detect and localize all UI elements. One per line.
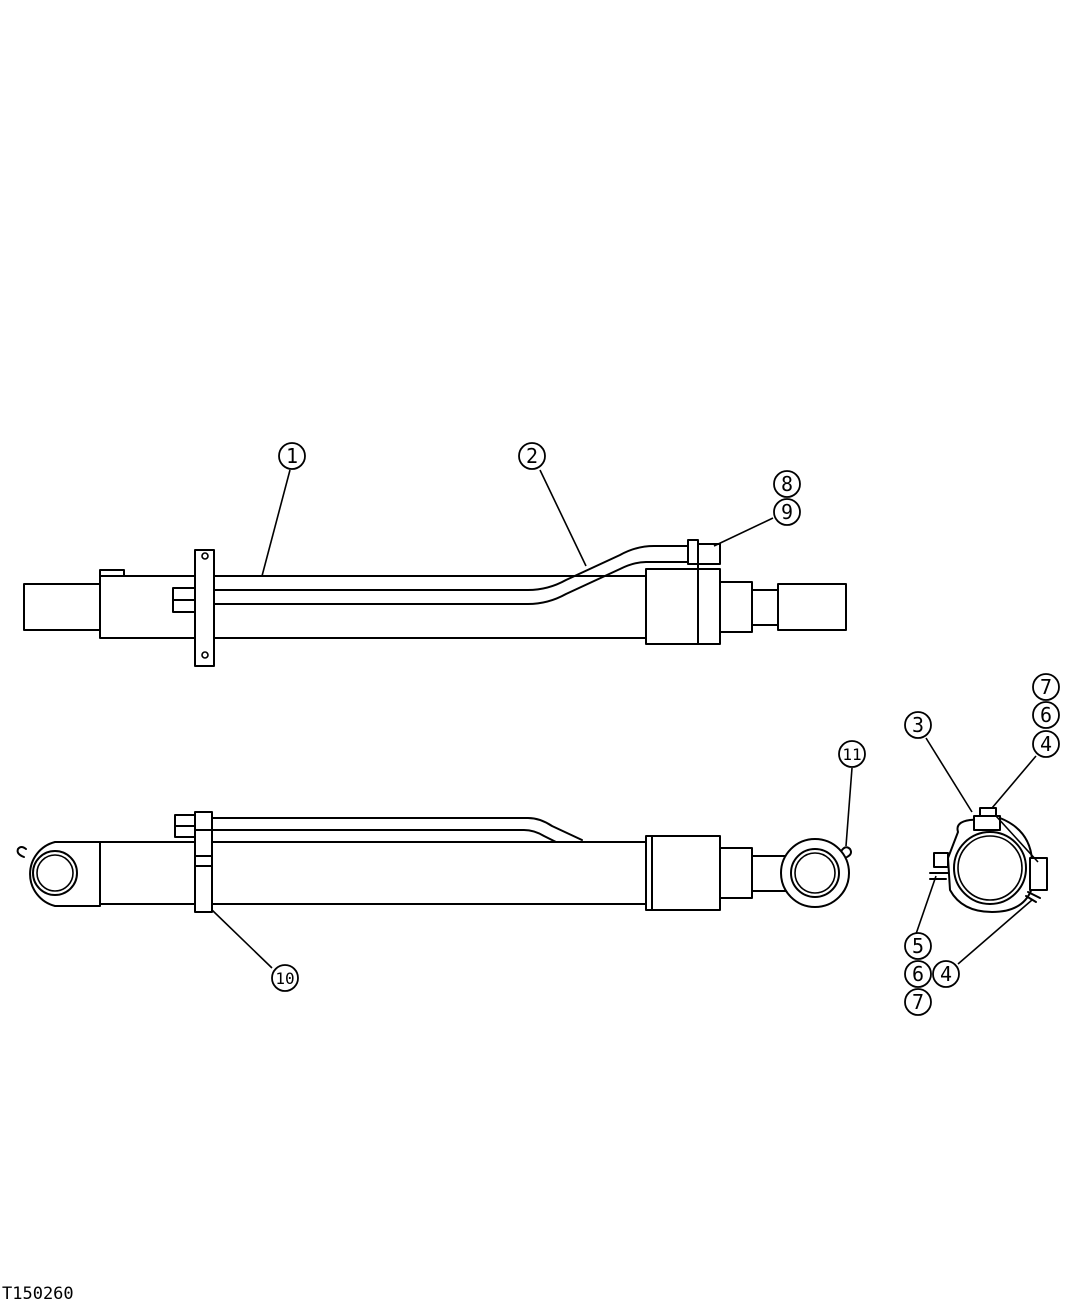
top-left-rod-end [24, 584, 100, 630]
svg-text:9: 9 [781, 500, 793, 524]
leader-lines [212, 470, 1038, 968]
side-bracket-lines [195, 830, 212, 866]
svg-text:7: 7 [912, 990, 924, 1014]
clamp-left-bolt [934, 853, 948, 867]
tube-fitting-block [698, 544, 720, 564]
svg-text:3: 3 [912, 713, 924, 737]
leader-10 [212, 910, 272, 968]
svg-text:4: 4 [940, 962, 952, 986]
callout-4-bottom: 4 [933, 961, 959, 987]
top-right-rod-end [778, 584, 846, 630]
leader-4-upper [992, 756, 1036, 808]
callout-3: 3 [905, 712, 931, 738]
svg-text:2: 2 [526, 444, 538, 468]
clamp-hole-bottom [202, 652, 208, 658]
callout-6-bottom: 6 [905, 961, 931, 987]
callout-1: 1 [279, 443, 305, 469]
svg-text:6: 6 [912, 962, 924, 986]
callout-8: 8 [774, 471, 800, 497]
callout-5: 5 [905, 933, 931, 959]
svg-text:6: 6 [1040, 703, 1052, 727]
clamp-top-bolt-head [974, 816, 1000, 830]
side-tube-lower [210, 830, 556, 842]
right-grease-fitting [842, 847, 851, 857]
leader-3 [926, 738, 972, 812]
callout-6-top: 6 [1033, 702, 1059, 728]
callout-7-bottom: 7 [905, 989, 931, 1015]
callout-2: 2 [519, 443, 545, 469]
side-bracket [195, 812, 212, 912]
svg-text:8: 8 [781, 472, 793, 496]
clamp-tube-outer [954, 832, 1026, 904]
side-gland-head [646, 836, 720, 910]
side-left-eye-inner [37, 855, 73, 891]
clamp-hole-top [202, 553, 208, 559]
svg-text:7: 7 [1040, 675, 1052, 699]
leader-4-upper-b [996, 816, 1038, 862]
side-right-eye-inner [791, 849, 839, 897]
svg-text:10: 10 [275, 969, 294, 988]
clamp-left-washers [930, 873, 948, 879]
top-gland-collar [720, 582, 752, 632]
callout-9: 9 [774, 499, 800, 525]
callouts: 1 2 8 9 11 10 3 7 [272, 443, 1059, 1015]
svg-text:5: 5 [912, 934, 924, 958]
leader-1 [262, 470, 290, 576]
clamp-side-block [1030, 858, 1047, 890]
callout-7-top: 7 [1033, 674, 1059, 700]
callout-4-top: 4 [1033, 731, 1059, 757]
top-rod [752, 590, 778, 625]
side-tube-upper [210, 818, 582, 840]
svg-text:11: 11 [842, 745, 861, 764]
figure-id: T150260 [2, 1284, 74, 1304]
callout-10: 10 [272, 965, 298, 991]
tube-fitting [688, 540, 698, 564]
svg-text:4: 4 [1040, 732, 1052, 756]
leader-9 [714, 518, 773, 546]
leader-11 [846, 768, 852, 846]
clamp-tube-inner [958, 836, 1022, 900]
svg-text:1: 1 [286, 444, 298, 468]
tube-line-lower [214, 562, 690, 604]
side-right-eye-bore [795, 853, 835, 893]
left-grease-fitting [18, 847, 26, 857]
clamp-detail-view [930, 808, 1047, 912]
clamp-top-nut [980, 808, 996, 816]
leader-4-lower [958, 900, 1032, 964]
top-cylinder-view [24, 540, 846, 666]
callout-11: 11 [839, 741, 865, 767]
clamp-bottom-washers [1026, 892, 1040, 902]
leader-5 [916, 876, 936, 934]
side-gland-collar [720, 848, 752, 898]
side-barrel [100, 842, 646, 904]
leader-2 [540, 470, 586, 566]
side-left-eye-outer [33, 851, 77, 895]
side-cylinder-view [18, 812, 851, 912]
tube-line-upper [214, 546, 690, 590]
top-gland-head [646, 569, 720, 644]
top-clamp-plate [195, 550, 214, 666]
